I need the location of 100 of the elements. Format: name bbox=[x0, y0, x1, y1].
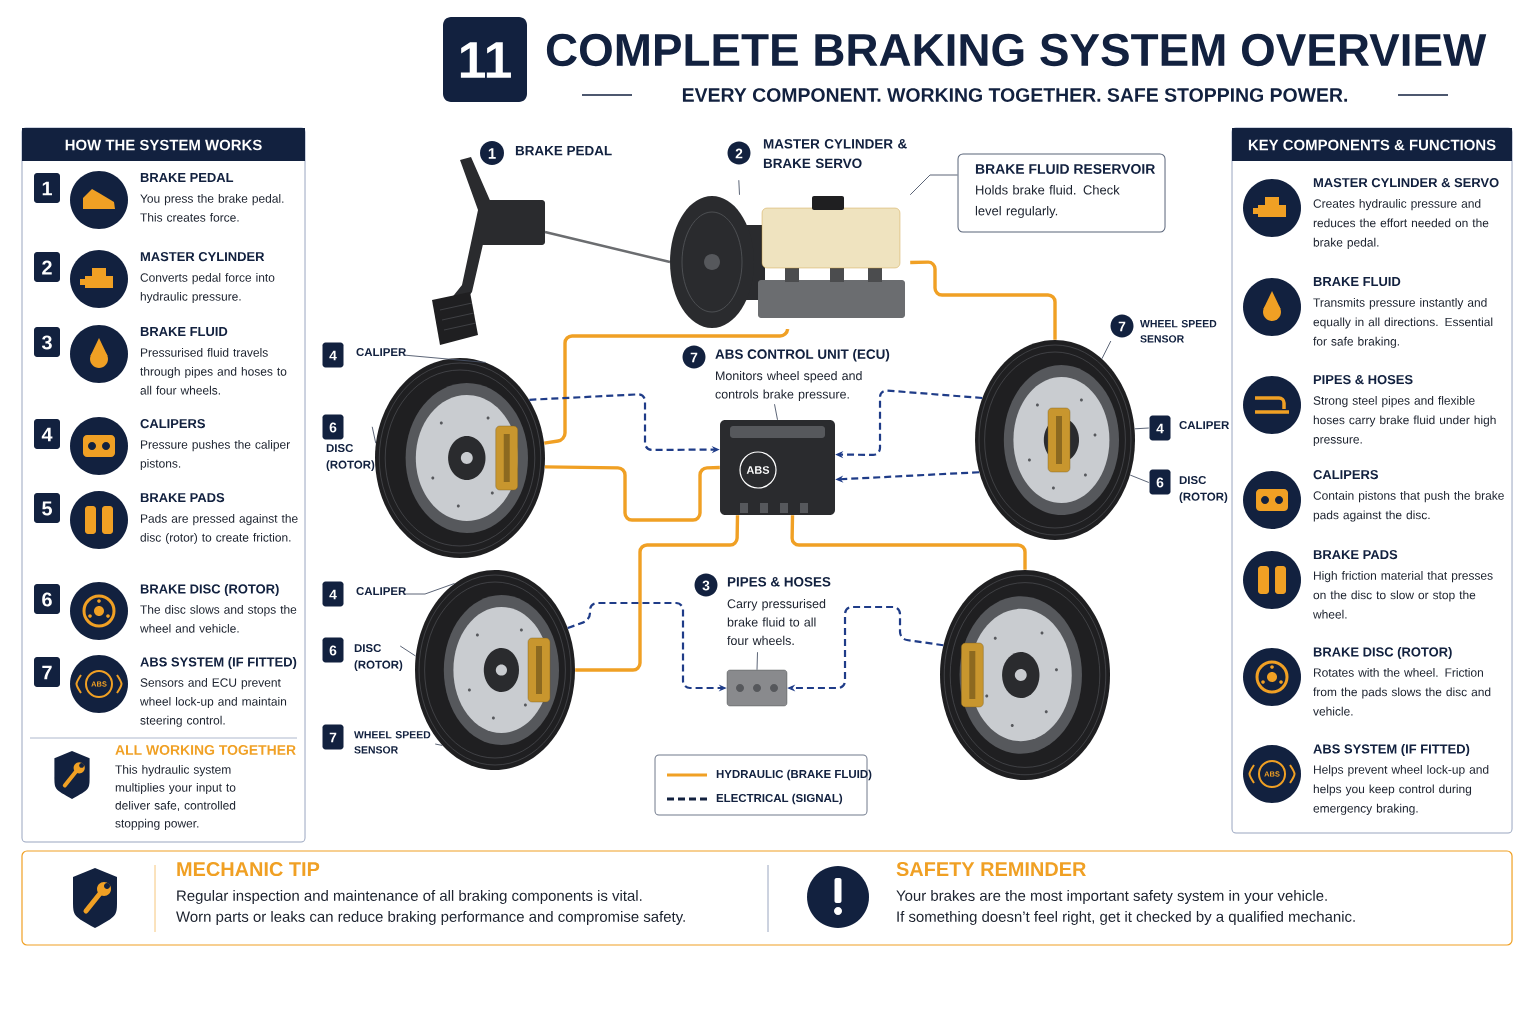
number-badge: 7 bbox=[34, 657, 60, 687]
component-text: Strong steel pipes and flexible hoses carry brake fluid under high pressure. bbox=[1313, 396, 1496, 446]
part-description: Carry pressurised brake fluid to all four wheels. bbox=[727, 599, 826, 645]
number-badge: 1 bbox=[34, 173, 60, 203]
part-label: ABS CONTROL UNIT (ECU) bbox=[715, 349, 890, 362]
component-text: High friction material that presses on the disc to slow or stop the wheel. bbox=[1313, 571, 1493, 619]
number-badge: 11 bbox=[443, 17, 527, 102]
number-badge: 3 bbox=[34, 327, 60, 357]
number-badge: 4 bbox=[1149, 415, 1171, 441]
wheel-drawing bbox=[940, 570, 1110, 780]
step-heading: MASTER CYLINDER bbox=[140, 252, 265, 262]
brake-pipe bbox=[910, 260, 1057, 340]
component-text: Helps prevent wheel lock-up and helps you keep control during emergency braking. bbox=[1313, 765, 1489, 815]
legend-label: HYDRAULIC (BRAKE FLUID) bbox=[716, 769, 872, 781]
part-label: BRAKE PEDAL bbox=[515, 146, 612, 156]
component-heading: MASTER CYLINDER & SERVO bbox=[1313, 178, 1499, 188]
part-label: PIPES & HOSES bbox=[727, 577, 831, 587]
tip-heading: MECHANIC TIP bbox=[177, 862, 320, 877]
step-text: Converts pedal force into hydraulic pressure. bbox=[140, 273, 275, 304]
number-badge: 4 bbox=[322, 581, 344, 607]
brake-pipe bbox=[544, 327, 790, 445]
step-heading: BRAKE PADS bbox=[140, 493, 225, 503]
step-heading: ABS SYSTEM (IF FITTED) bbox=[140, 657, 297, 670]
leader-line bbox=[402, 354, 487, 363]
part-description: Monitors wheel speed and controls brake pressure. bbox=[715, 371, 862, 402]
leader-line bbox=[1129, 474, 1150, 483]
leader-line bbox=[909, 174, 958, 196]
step-text: Pressurised fluid travels through pipes and hoses to all four wheels. bbox=[140, 348, 287, 395]
title: COMPLETE BRAKING SYSTEM OVERVIEW bbox=[546, 33, 1487, 67]
step-text: Sensors and ECU prevent wheel lock-up and maintain steering control. bbox=[140, 678, 287, 727]
valve-block-drawing bbox=[726, 669, 788, 707]
section-heading: ALL WORKING TOGETHER bbox=[115, 745, 296, 755]
panel-header: KEY COMPONENTS & FUNCTIONS bbox=[1232, 128, 1512, 161]
callout-heading: BRAKE FLUID RESERVOIR bbox=[975, 164, 1156, 174]
number-badge: 6 bbox=[1149, 469, 1171, 495]
section-text: This hydraulic system multiplies your input to deliver safe, controlled stopping power. bbox=[115, 765, 236, 830]
part-label: DISC (ROTOR) bbox=[354, 644, 403, 671]
part-label: WHEEL SPEED SENSOR bbox=[354, 731, 431, 754]
part-label: DISC (ROTOR) bbox=[1179, 476, 1228, 503]
number-badge: 6 bbox=[34, 584, 60, 614]
number-badge: 6 bbox=[322, 637, 344, 663]
number-badge: 6 bbox=[322, 414, 344, 440]
step-heading: BRAKE PEDAL bbox=[140, 173, 234, 182]
number-badge: 5 bbox=[34, 493, 60, 523]
leader-line bbox=[402, 583, 456, 595]
number-badge: 2 bbox=[727, 141, 751, 165]
leader-line bbox=[434, 743, 443, 746]
brake-pipe bbox=[575, 515, 740, 672]
tip-text: If something doesn’t feel right, get it checked by a qualified mechanic. bbox=[897, 911, 1355, 925]
wheel-drawing bbox=[975, 340, 1135, 540]
component-heading: PIPES & HOSES bbox=[1313, 375, 1413, 385]
leader-line bbox=[371, 426, 377, 444]
leader-line bbox=[1134, 427, 1150, 430]
component-heading: CALIPERS bbox=[1313, 470, 1378, 480]
tip-text: Your brakes are the most important safety system in your vehicle. bbox=[896, 890, 1327, 904]
legend-label: ELECTRICAL (SIGNAL) bbox=[716, 793, 843, 805]
leader-line bbox=[738, 179, 740, 196]
callout-box bbox=[957, 153, 1166, 233]
number-badge: 7 bbox=[1110, 314, 1134, 338]
component-text: Transmits pressure instantly and equally in all directions. Essential for safe braking. bbox=[1313, 298, 1493, 348]
abs-unit-drawing: ABS bbox=[720, 420, 835, 515]
component-heading: BRAKE PADS bbox=[1313, 550, 1398, 560]
leader-line bbox=[774, 403, 778, 421]
brake-pedal-drawing bbox=[432, 157, 545, 345]
component-text: Rotates with the wheel. Friction from the pads slows the disc and vehicle. bbox=[1313, 668, 1491, 716]
number-badge: 4 bbox=[34, 419, 60, 449]
brake-pipe bbox=[544, 465, 720, 522]
part-label: DISC (ROTOR) bbox=[326, 444, 375, 471]
step-heading: BRAKE DISC (ROTOR) bbox=[140, 584, 279, 597]
tip-text: Worn parts or leaks can reduce braking performance and compromise safety. bbox=[176, 911, 685, 925]
number-badge: 7 bbox=[322, 724, 344, 750]
part-label: CALIPER bbox=[356, 348, 407, 357]
component-text: Contain pistons that push the brake pads against the disc. bbox=[1313, 491, 1504, 522]
panel-header: HOW THE SYSTEM WORKS bbox=[22, 128, 305, 161]
leader-line bbox=[399, 645, 417, 657]
leader-line bbox=[1101, 340, 1112, 360]
step-text: Pressure pushes the caliper pistons. bbox=[140, 440, 290, 471]
part-label: CALIPER bbox=[1179, 421, 1230, 430]
component-heading: BRAKE DISC (ROTOR) bbox=[1313, 647, 1452, 660]
number-badge: 3 bbox=[694, 573, 718, 597]
component-heading: BRAKE FLUID bbox=[1313, 277, 1401, 287]
component-text: Creates hydraulic pressure and reduces the effort needed on the brake pedal. bbox=[1313, 199, 1489, 249]
step-text: You press the brake pedal. This creates force. bbox=[140, 194, 284, 222]
subtitle: EVERY COMPONENT. WORKING TOGETHER. SAFE STOPPING POWER. bbox=[682, 88, 1348, 102]
number-badge: 1 bbox=[480, 141, 504, 165]
component-heading: ABS SYSTEM (IF FITTED) bbox=[1313, 744, 1470, 757]
step-heading: CALIPERS bbox=[140, 419, 205, 429]
number-badge: 4 bbox=[322, 342, 344, 368]
leader-line bbox=[756, 651, 758, 671]
number-badge: 7 bbox=[682, 345, 706, 369]
step-text: The disc slows and stops the wheel and vehicle. bbox=[140, 605, 297, 633]
tip-banner bbox=[21, 850, 1513, 946]
part-label: CALIPER bbox=[356, 587, 407, 596]
part-label: MASTER CYLINDER & BRAKE SERVO bbox=[763, 139, 907, 168]
part-label: WHEEL SPEED SENSOR bbox=[1140, 320, 1217, 343]
tip-heading: SAFETY REMINDER bbox=[896, 862, 1086, 877]
number-badge: 2 bbox=[34, 252, 60, 282]
wheel-drawing bbox=[375, 358, 545, 558]
step-heading: BRAKE FLUID bbox=[140, 327, 228, 337]
master-cylinder-drawing bbox=[544, 196, 905, 328]
